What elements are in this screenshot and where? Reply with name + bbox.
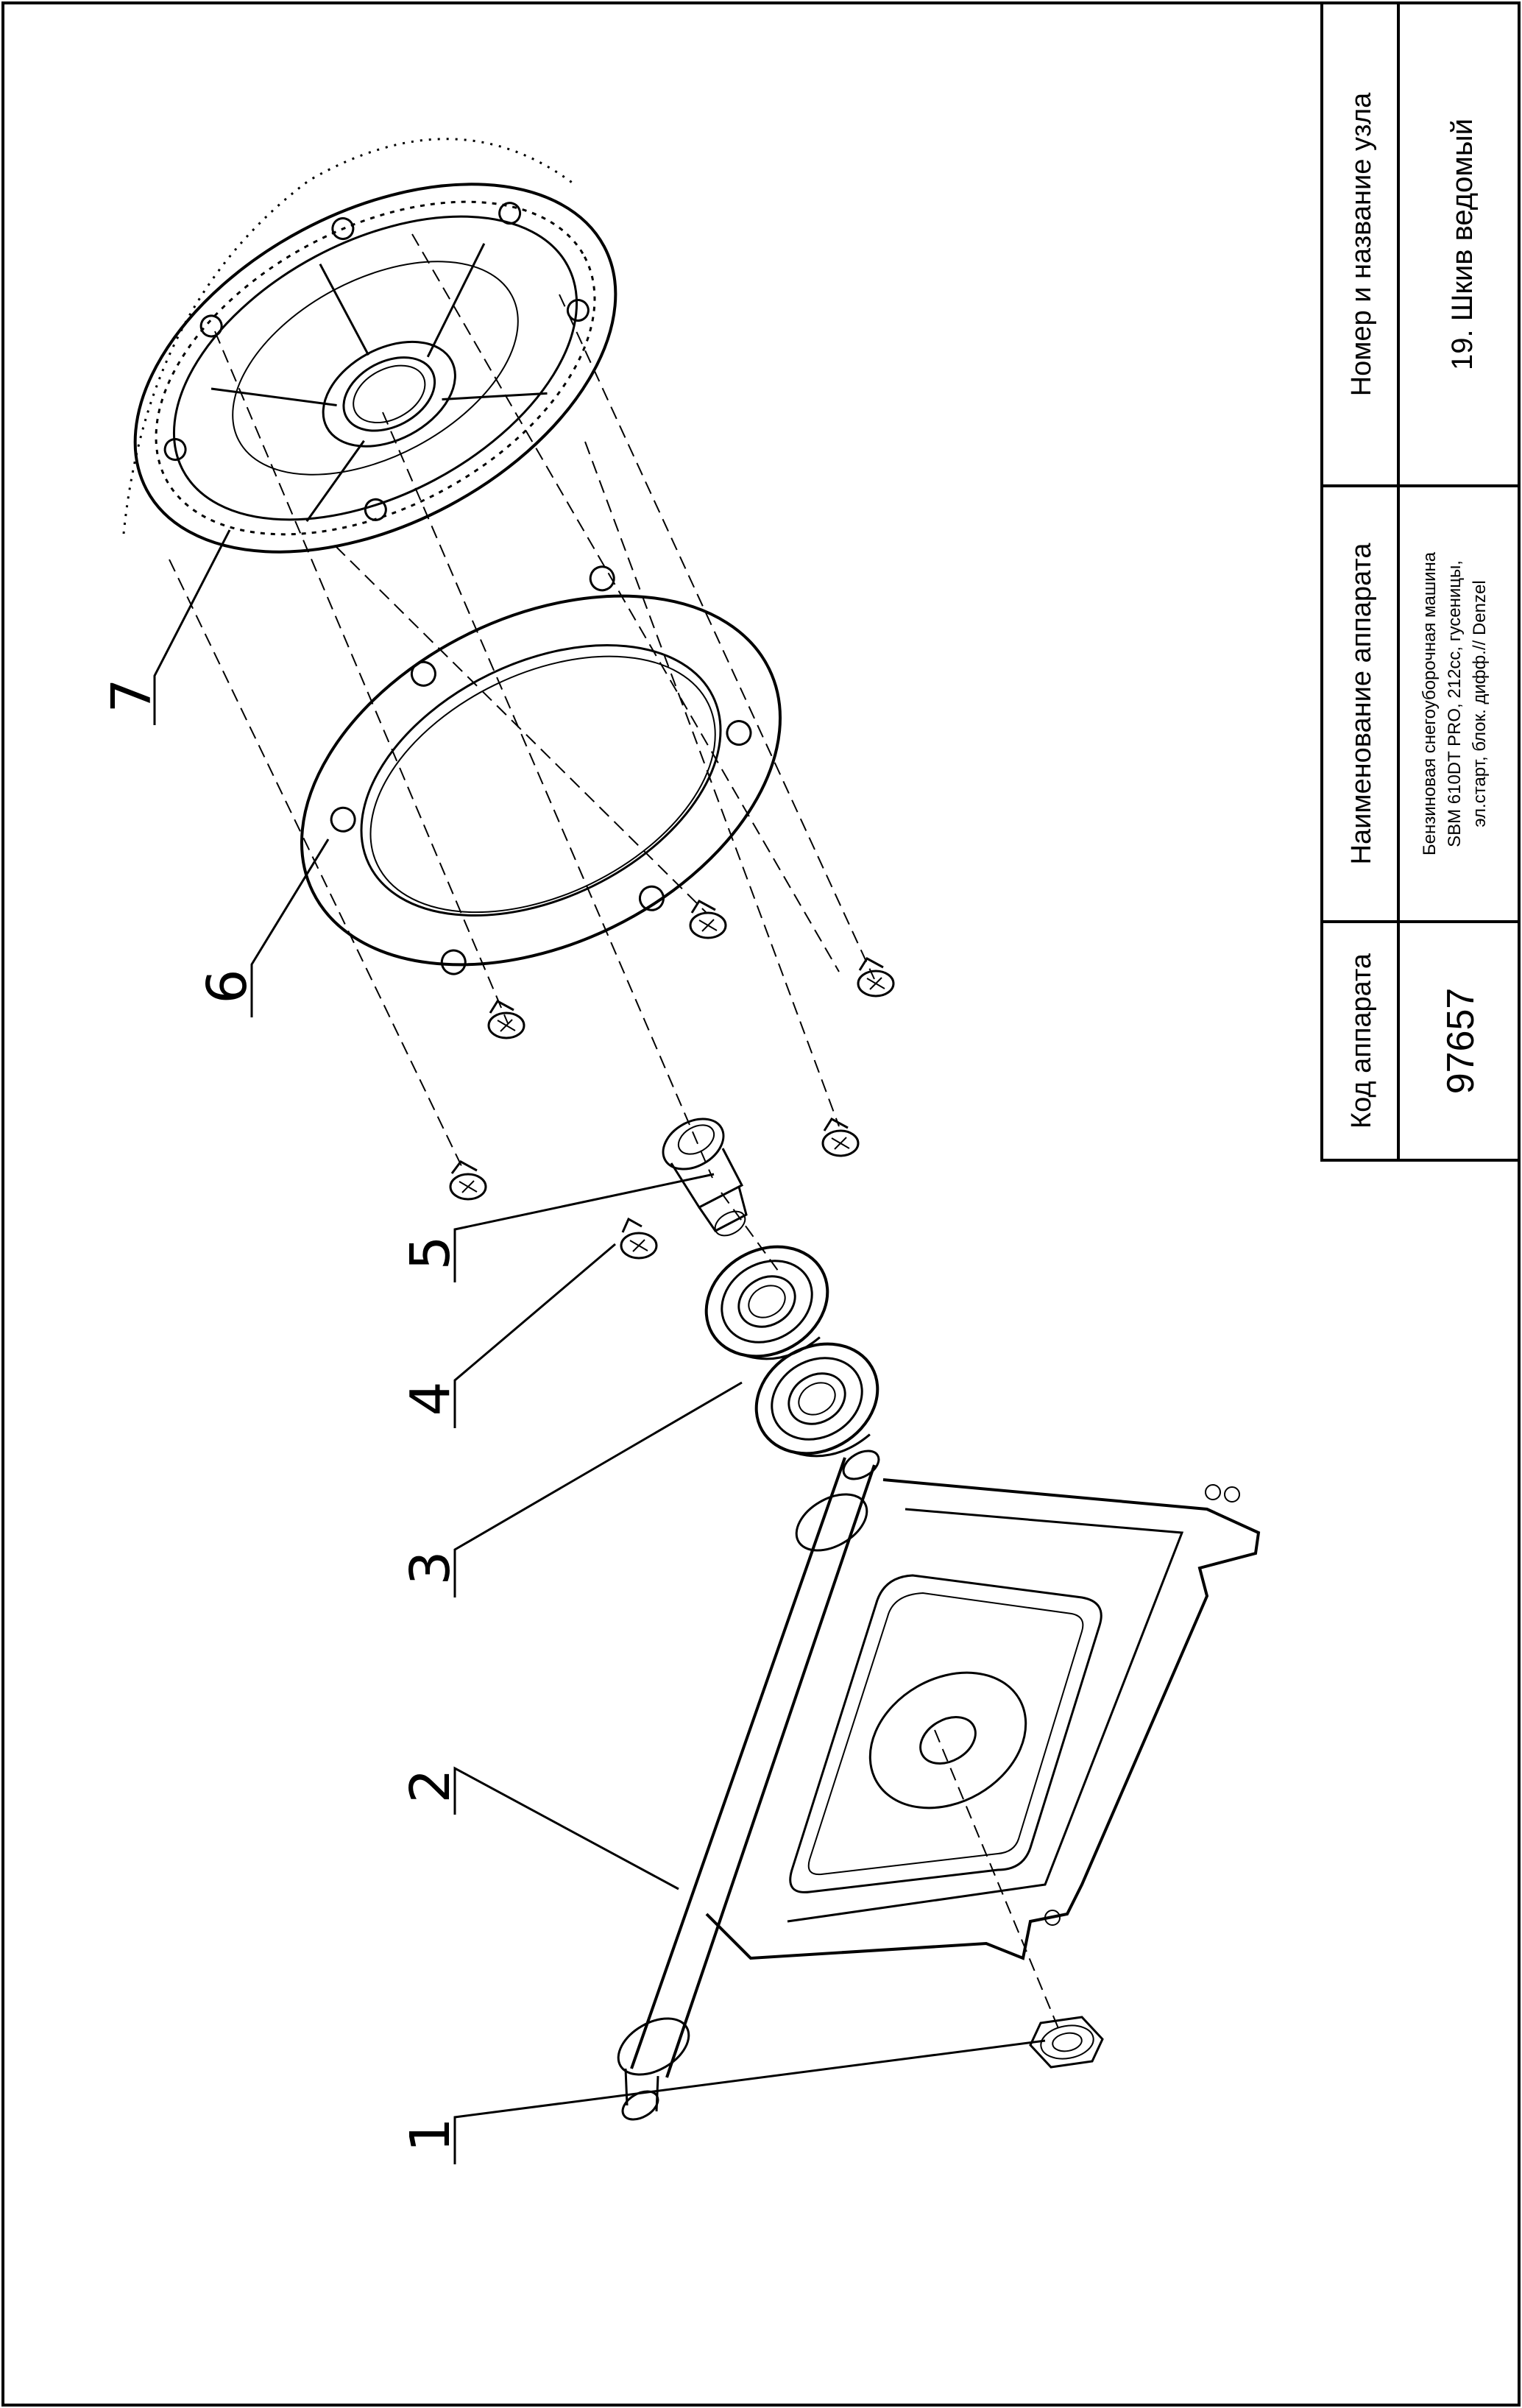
title-block: Код аппарата 97657 Наименование аппарата… (1320, 1, 1521, 1162)
part-5-bushing (662, 1118, 748, 1237)
screw-4 (857, 957, 895, 998)
node-header: Номер и название узла (1346, 92, 1377, 396)
leader-lines (153, 529, 1046, 2164)
device-header: Наименование аппарата (1346, 543, 1377, 865)
callout-6: 6 (196, 969, 259, 1003)
device-line-1: Бензиновая снегоуборочная машина (1420, 551, 1440, 855)
callout-4: 4 (399, 1381, 462, 1416)
part-7-driven-pulley (122, 138, 617, 554)
screw-3 (689, 900, 727, 939)
assembly-axes (169, 233, 1061, 2033)
part-2-bracket (617, 1450, 1261, 2121)
device-line-3: эл.старт, блок. дифф.// Denzel (1470, 580, 1490, 827)
callout-labels: 7 6 5 4 3 2 1 (100, 678, 462, 2152)
callout-3: 3 (399, 1550, 462, 1585)
part-1-nut (1029, 2016, 1104, 2069)
screw-2 (487, 1000, 525, 1039)
screw-1 (449, 1160, 487, 1201)
callout-7: 7 (100, 678, 163, 713)
code-value: 97657 (1440, 988, 1482, 1095)
part-6-flange (300, 565, 782, 975)
callout-2: 2 (399, 1768, 462, 1803)
node-value: 19. Шкив ведомый (1446, 119, 1479, 370)
part-4-screw (620, 1217, 658, 1260)
callout-1: 1 (399, 2117, 462, 2152)
device-line-2: SBM 610DT PRO, 212cc, гусеницы, (1445, 560, 1465, 847)
callout-5: 5 (399, 1235, 462, 1270)
part-3-bearing-lower (754, 1342, 879, 1458)
screw-5 (821, 1118, 860, 1157)
part-3-bearing-upper (704, 1245, 829, 1360)
code-header: Код аппарата (1346, 953, 1377, 1129)
